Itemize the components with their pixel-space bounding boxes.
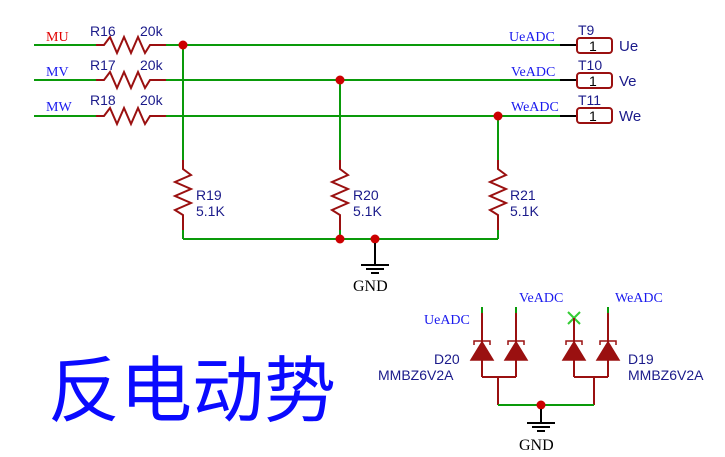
terminal-t11: 1 T11 We — [576, 92, 641, 125]
net-label-mw: MW — [46, 100, 72, 115]
page-title: 反电动势 — [48, 349, 336, 433]
tvs-net-label-veadc: VeADC — [519, 291, 563, 306]
part-d20: MMBZ6V2A — [378, 367, 454, 383]
resistor-r18 — [96, 105, 166, 127]
pin-name-ve: Ve — [619, 73, 637, 90]
value-r17: 20k — [140, 57, 164, 73]
junction-weadc — [493, 111, 503, 121]
ground-label-2: GND — [519, 437, 554, 454]
value-r20: 5.1K — [353, 203, 382, 219]
terminal-t9: 1 T9 Ue — [576, 22, 638, 55]
terminal-pad-t11 — [576, 107, 613, 124]
designator-t10: T10 — [578, 57, 602, 73]
designator-r18: R18 — [90, 92, 116, 108]
junction-tvs-gnd — [536, 400, 546, 410]
resistor-r17 — [96, 69, 166, 91]
resistor-r16 — [96, 34, 166, 56]
pulldown-r20: R20 5.1K — [329, 80, 382, 239]
tvs-net-label-ueadc: UeADC — [424, 313, 470, 328]
input-row-mu: MU R16 20k — [34, 23, 577, 56]
part-d19: MMBZ6V2A — [628, 367, 704, 383]
pin-name-we: We — [619, 108, 641, 125]
tvs-net-label-weadc: WeADC — [615, 291, 663, 306]
ground-label-1: GND — [353, 278, 388, 295]
terminal-t10: 1 T10 Ve — [576, 57, 637, 90]
value-r19: 5.1K — [196, 203, 225, 219]
designator-r19: R19 — [196, 187, 222, 203]
designator-d20: D20 — [434, 351, 460, 367]
resistor-r21 — [487, 160, 509, 230]
junction-r20-bus — [335, 234, 345, 244]
resistor-r19 — [172, 160, 194, 230]
pin-name-ue: Ue — [619, 38, 638, 55]
junction-veadc — [335, 75, 345, 85]
value-r21: 5.1K — [510, 203, 539, 219]
designator-r16: R16 — [90, 23, 116, 39]
designator-d19: D19 — [628, 351, 654, 367]
net-label-mu: MU — [46, 30, 69, 45]
junction-gnd-bus — [370, 234, 380, 244]
net-label-weadc: WeADC — [511, 100, 559, 115]
designator-t9: T9 — [578, 22, 595, 38]
resistor-r20 — [329, 160, 351, 230]
ground-symbol-1: GND — [353, 243, 389, 295]
terminal-pin-t10: 1 — [589, 73, 597, 89]
designator-r20: R20 — [353, 187, 379, 203]
ground-symbol-2: GND — [519, 409, 555, 454]
net-label-veadc: VeADC — [511, 65, 555, 80]
pulldown-r19: R19 5.1K — [172, 45, 225, 239]
designator-t11: T11 — [578, 92, 601, 108]
value-r16: 20k — [140, 23, 164, 39]
value-r18: 20k — [140, 92, 164, 108]
pulldown-r21: R21 5.1K — [487, 116, 539, 239]
terminal-pin-t11: 1 — [589, 108, 597, 124]
diode-d19: D19 MMBZ6V2A — [561, 307, 704, 405]
diode-d20: D20 MMBZ6V2A — [378, 307, 529, 405]
input-row-mv: MV R17 20k — [34, 57, 577, 91]
designator-r17: R17 — [90, 57, 116, 73]
terminal-pin-t9: 1 — [589, 38, 597, 54]
junction-ueadc — [178, 40, 188, 50]
net-label-mv: MV — [46, 65, 69, 80]
designator-r21: R21 — [510, 187, 536, 203]
terminal-pad-t10 — [576, 72, 613, 89]
terminal-pad-t9 — [576, 37, 613, 54]
net-label-ueadc: UeADC — [509, 30, 555, 45]
